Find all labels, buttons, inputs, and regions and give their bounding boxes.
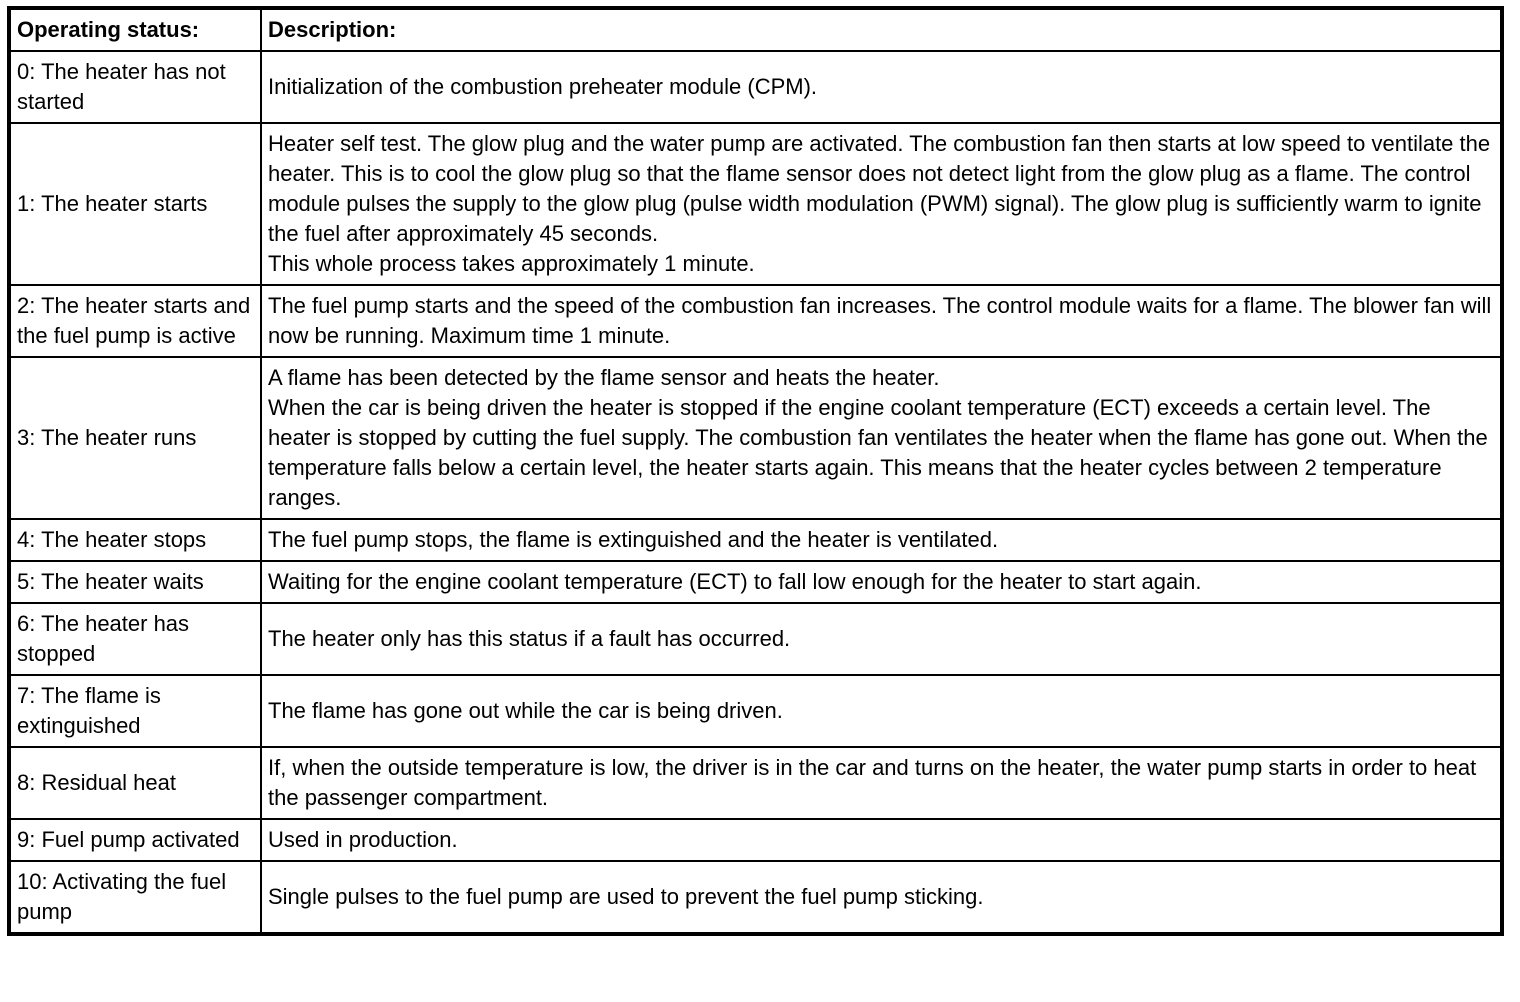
status-cell: 7: The flame is extinguished	[8, 674, 262, 748]
status-cell: 0: The heater has not started	[8, 50, 262, 124]
description-cell: Used in production.	[260, 818, 1503, 862]
description-cell: The heater only has this status if a fau…	[260, 602, 1503, 676]
status-cell: 9: Fuel pump activated	[8, 818, 262, 862]
status-cell: 3: The heater runs	[8, 356, 262, 520]
description-cell: Heater self test. The glow plug and the …	[260, 122, 1503, 286]
status-cell: 5: The heater waits	[8, 560, 262, 604]
status-cell: 2: The heater starts and the fuel pump i…	[8, 284, 262, 358]
description-cell: Initialization of the combustion preheat…	[260, 50, 1503, 124]
column-header-operating-status: Operating status:	[8, 7, 262, 52]
description-cell: Single pulses to the fuel pump are used …	[260, 860, 1503, 935]
column-header-description: Description:	[260, 7, 1503, 52]
status-cell: 6: The heater has stopped	[8, 602, 262, 676]
status-cell: 1: The heater starts	[8, 122, 262, 286]
description-cell: Waiting for the engine coolant temperatu…	[260, 560, 1503, 604]
status-cell: 8: Residual heat	[8, 746, 262, 820]
status-cell: 4: The heater stops	[8, 518, 262, 562]
header-row: Operating status: Description:	[8, 7, 1503, 52]
operating-status-table: Operating status: Description: 0: The he…	[7, 6, 1504, 936]
description-cell: The flame has gone out while the car is …	[260, 674, 1503, 748]
status-cell: 10: Activating the fuel pump	[8, 860, 262, 935]
table-row: 2: The heater starts and the fuel pump i…	[8, 284, 1503, 358]
description-cell: A flame has been detected by the flame s…	[260, 356, 1503, 520]
description-cell: The fuel pump stops, the flame is exting…	[260, 518, 1503, 562]
description-cell: The fuel pump starts and the speed of th…	[260, 284, 1503, 358]
description-cell: If, when the outside temperature is low,…	[260, 746, 1503, 820]
